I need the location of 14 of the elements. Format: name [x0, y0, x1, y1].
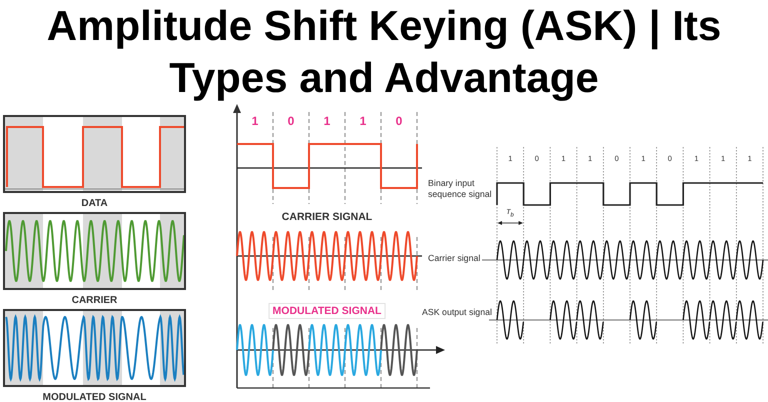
signal-heading: CARRIER SIGNAL	[280, 211, 374, 224]
signal-label: Carrier signal	[428, 253, 480, 264]
bit-value: 1	[324, 115, 330, 129]
plot-caption: DATA	[81, 198, 108, 209]
plot-caption: MODULATED SIGNAL	[42, 392, 146, 402]
bit-value: 1	[360, 115, 366, 129]
page-title: Amplitude Shift Keying (ASK) | Its Types and Advantage	[46, 1, 722, 103]
signal-heading: MODULATED SIGNAL	[268, 303, 386, 320]
bit-value: 0	[288, 115, 294, 129]
bit-value: 0	[396, 115, 402, 129]
plot-caption: CARRIER	[72, 295, 118, 306]
signal-label: Binary input sequence signal	[428, 178, 493, 199]
bit-value: 1	[252, 115, 258, 129]
signal-label: ASK output signal	[422, 307, 492, 318]
